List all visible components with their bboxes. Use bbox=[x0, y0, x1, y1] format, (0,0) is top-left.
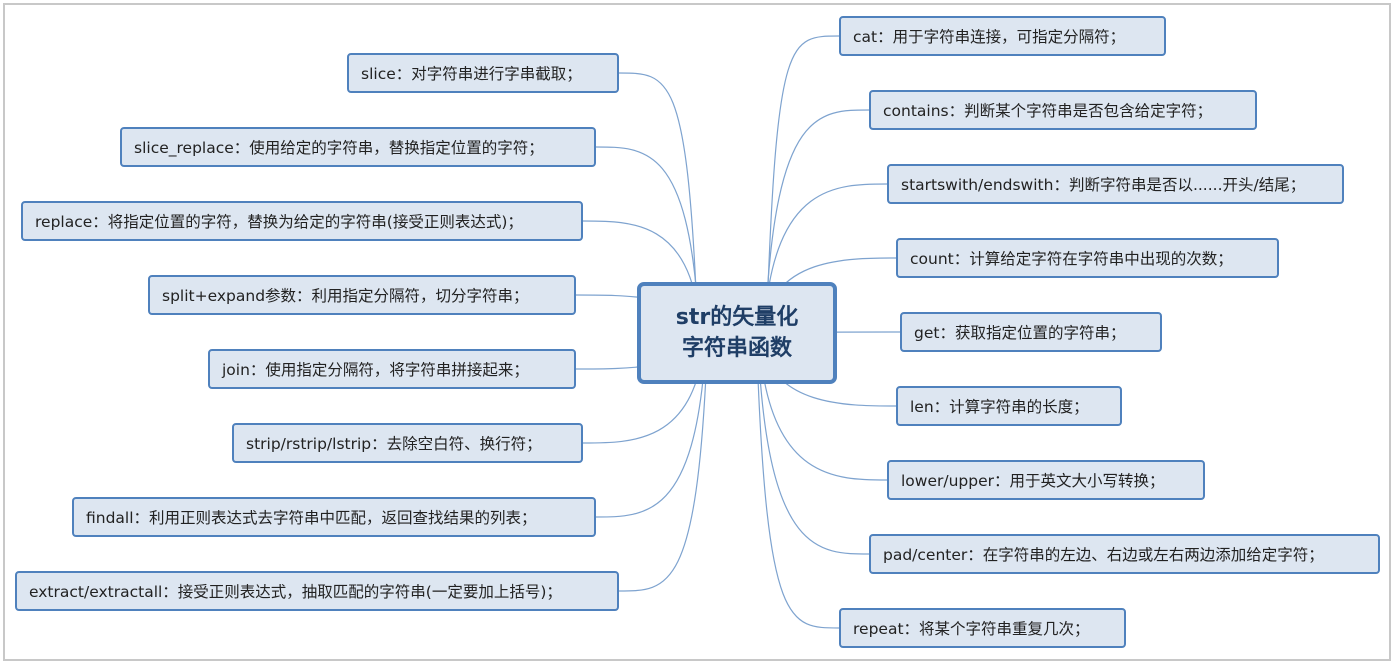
node-label: split+expand参数：利用指定分隔符，切分字符串； bbox=[162, 287, 529, 305]
central-topic[interactable]: str的矢量化 字符串函数 bbox=[637, 282, 837, 384]
connector-right-8 bbox=[756, 352, 840, 629]
node-label: startswith/endswith：判断字符串是否以......开头/结尾； bbox=[901, 176, 1306, 194]
connector-right-1 bbox=[765, 109, 870, 319]
node-lower-upper[interactable]: lower/upper：用于英文大小写转换； bbox=[887, 460, 1205, 500]
node-label: extract/extractall：接受正则表达式，抽取匹配的字符串(一定要加… bbox=[29, 583, 562, 601]
central-topic-line-1: str的矢量化 bbox=[675, 305, 799, 330]
node-slice[interactable]: slice：对字符串进行字串截取； bbox=[347, 53, 619, 93]
node-label: repeat：将某个字符串重复几次； bbox=[853, 620, 1090, 638]
node-extract[interactable]: extract/extractall：接受正则表达式，抽取匹配的字符串(一定要加… bbox=[15, 571, 619, 611]
node-pad-center[interactable]: pad/center：在字符串的左边、右边或左右两边添加给定字符； bbox=[869, 534, 1380, 574]
node-label: replace：将指定位置的字符，替换为给定的字符串(接受正则表达式)； bbox=[35, 213, 523, 231]
node-label: get：获取指定位置的字符串； bbox=[914, 324, 1126, 342]
connector-left-0 bbox=[618, 72, 698, 314]
node-label: join：使用指定分隔符，将字符串拼接起来； bbox=[222, 361, 529, 379]
connector-right-2 bbox=[763, 183, 888, 324]
node-label: slice_replace：使用给定的字符串，替换指定位置的字符； bbox=[134, 139, 544, 157]
node-startswith-endswith[interactable]: startswith/endswith：判断字符串是否以......开头/结尾； bbox=[887, 164, 1344, 204]
node-split[interactable]: split+expand参数：利用指定分隔符，切分字符串； bbox=[148, 275, 576, 315]
central-topic-line-2: 字符串函数 bbox=[681, 336, 792, 361]
node-findall[interactable]: findall：利用正则表达式去字符串中匹配，返回查找结果的列表； bbox=[72, 497, 596, 537]
node-label: slice：对字符串进行字串截取； bbox=[361, 65, 582, 83]
node-count[interactable]: count：计算给定字符在字符串中出现的次数； bbox=[896, 238, 1279, 278]
node-label: len：计算字符串的长度； bbox=[910, 398, 1089, 416]
node-cat[interactable]: cat：用于字符串连接，可指定分隔符； bbox=[839, 16, 1166, 56]
node-replace[interactable]: replace：将指定位置的字符，替换为给定的字符串(接受正则表达式)； bbox=[21, 201, 583, 241]
node-contains[interactable]: contains：判断某个字符串是否包含给定字符； bbox=[869, 90, 1257, 130]
node-label: cat：用于字符串连接，可指定分隔符； bbox=[853, 28, 1126, 46]
connector-left-7 bbox=[618, 352, 708, 592]
diagram-frame bbox=[3, 3, 1391, 661]
node-get[interactable]: get：获取指定位置的字符串； bbox=[900, 312, 1162, 352]
node-len[interactable]: len：计算字符串的长度； bbox=[896, 386, 1122, 426]
node-strip[interactable]: strip/rstrip/lstrip：去除空白符、换行符； bbox=[232, 423, 583, 463]
node-label: contains：判断某个字符串是否包含给定字符； bbox=[883, 102, 1213, 120]
node-slice-replace[interactable]: slice_replace：使用给定的字符串，替换指定位置的字符； bbox=[120, 127, 596, 167]
node-label: lower/upper：用于英文大小写转换； bbox=[901, 472, 1165, 490]
node-label: findall：利用正则表达式去字符串中匹配，返回查找结果的列表； bbox=[86, 509, 537, 527]
connector-right-0 bbox=[766, 35, 840, 314]
connector-left-1 bbox=[595, 146, 700, 319]
connector-left-6 bbox=[595, 347, 707, 518]
node-label: pad/center：在字符串的左边、右边或左右两边添加给定字符； bbox=[883, 546, 1324, 564]
node-repeat[interactable]: repeat：将某个字符串重复几次； bbox=[839, 608, 1126, 648]
connector-right-6 bbox=[758, 342, 888, 481]
node-join[interactable]: join：使用指定分隔符，将字符串拼接起来； bbox=[208, 349, 576, 389]
node-label: strip/rstrip/lstrip：去除空白符、换行符； bbox=[246, 435, 542, 453]
connector-right-7 bbox=[757, 347, 870, 555]
node-label: count：计算给定字符在字符串中出现的次数； bbox=[910, 250, 1233, 268]
